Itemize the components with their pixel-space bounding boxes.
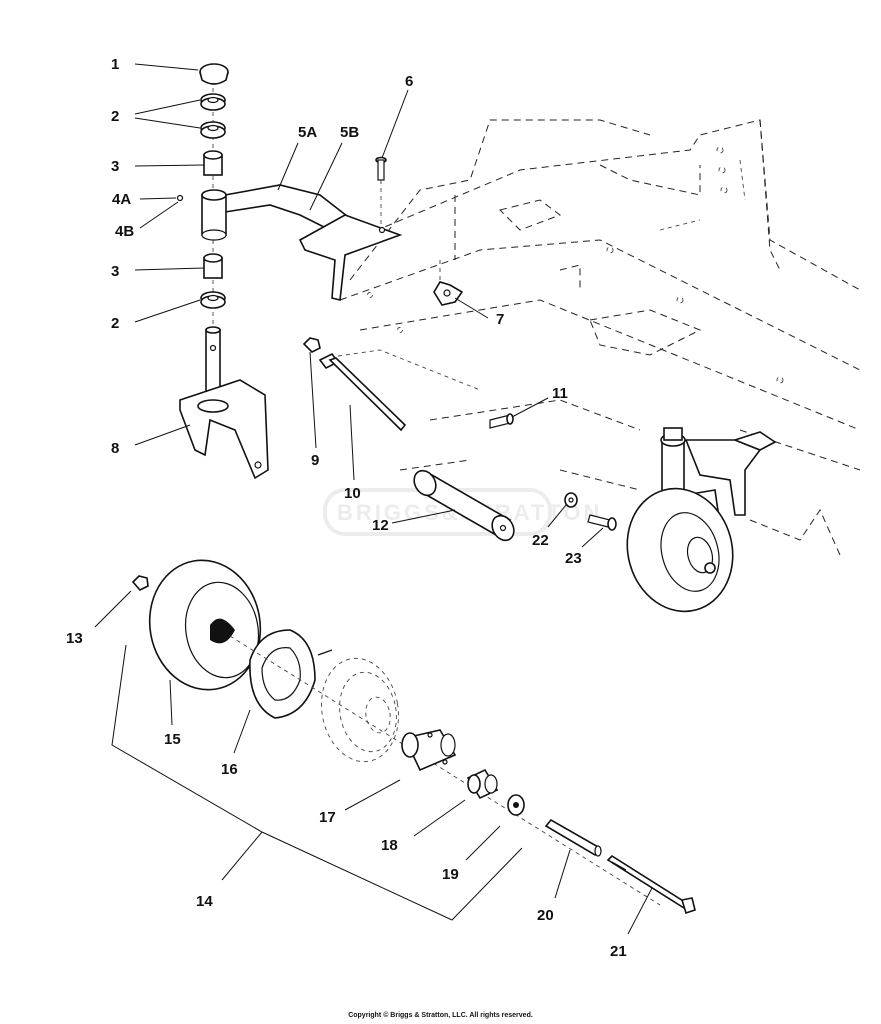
bearing-lower	[200, 291, 226, 309]
wheel-exploded-assembly	[131, 559, 696, 915]
caster-arm-part	[201, 184, 403, 301]
callout-15: 15	[164, 731, 181, 748]
callout-20: 20	[537, 907, 554, 924]
locknut-9-part	[302, 337, 321, 353]
callout-7: 7	[496, 311, 504, 328]
rim-part	[321, 657, 399, 763]
washer-22-part	[564, 492, 578, 508]
callout-5b: 5B	[340, 124, 359, 141]
callout-10: 10	[344, 485, 361, 502]
caster-fork-part	[179, 326, 269, 480]
screw-11-part	[489, 413, 514, 429]
mower-deck-outline	[329, 119, 861, 556]
callout-18: 18	[381, 837, 398, 854]
callout-4a: 4A	[112, 191, 131, 208]
leader-lines	[94, 63, 653, 935]
callout-2-lower: 2	[111, 315, 119, 332]
callout-13: 13	[66, 630, 83, 647]
valve-cap-13-part	[131, 575, 149, 591]
bolt-6-part	[375, 156, 387, 225]
callout-22: 22	[532, 532, 549, 549]
copyright-notice: Copyright © Briggs & Stratton, LLC. All …	[348, 1012, 533, 1019]
rod-10-part	[318, 349, 481, 432]
bearing-upper-1	[200, 93, 226, 111]
callout-4b: 4B	[115, 223, 134, 240]
callout-8: 8	[111, 440, 119, 457]
callout-2-upper: 2	[111, 108, 119, 125]
roller-bearing-18-part	[466, 768, 499, 800]
bushing-lower	[203, 253, 223, 279]
callout-6: 6	[405, 73, 413, 90]
hub-17-part	[401, 729, 457, 772]
callout-11: 11	[552, 385, 568, 402]
callout-14: 14	[196, 893, 213, 910]
grease-fitting	[176, 194, 184, 202]
tire-15-part	[148, 559, 262, 691]
callout-17: 17	[319, 809, 336, 826]
axle-bolt-21-part	[606, 854, 696, 915]
caster-exploded-stack	[176, 63, 403, 480]
callout-3-upper: 3	[111, 158, 119, 175]
dust-cap-part	[199, 63, 229, 85]
bushing-upper	[203, 150, 223, 176]
assembled-caster-wheel	[626, 427, 777, 613]
callout-5a: 5A	[298, 124, 317, 141]
callout-12: 12	[372, 517, 389, 534]
callout-21: 21	[610, 943, 627, 960]
callout-1: 1	[111, 56, 119, 73]
callout-9: 9	[311, 452, 319, 469]
callout-3-lower: 3	[111, 263, 119, 280]
callout-labels: 1 2 3 4A 4B 3 2 5A 5B 6 7 8 9 10 11 12 1…	[66, 56, 627, 960]
flange-nut-7-part	[433, 258, 464, 306]
roller-12-part	[413, 469, 515, 542]
screw-23-part	[587, 514, 617, 531]
spacer-tube-20-part	[544, 818, 602, 857]
spacer-19-part	[507, 794, 525, 816]
callout-23: 23	[565, 550, 582, 567]
callout-16: 16	[221, 761, 238, 778]
callout-19: 19	[442, 866, 459, 883]
bearing-upper-2	[200, 121, 226, 139]
inner-tube-16-part	[249, 629, 333, 719]
